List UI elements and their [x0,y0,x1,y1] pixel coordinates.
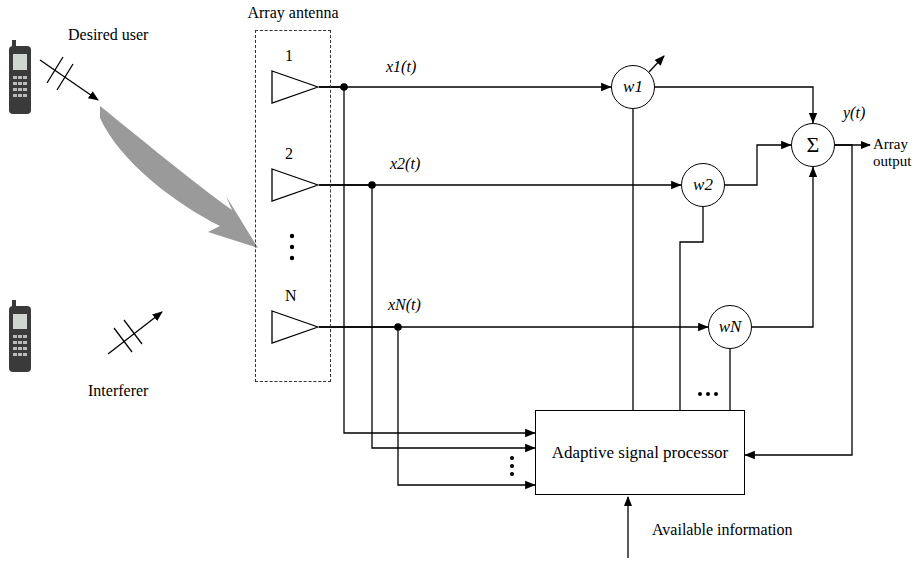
signal-label: xN(t) [386,296,423,314]
frame-heading: Array antenna [247,4,338,22]
node-text: wN [719,317,742,337]
antenna-triangle [271,70,319,104]
antenna-number: 2 [285,145,293,163]
phone-keys [13,76,27,97]
signal-wire [655,87,813,123]
ellipsis-dots [290,234,294,260]
adjust-arrow [649,56,664,72]
antenna-element: N [271,310,319,344]
ellipsis-dots [698,392,718,396]
user-label: Desired user [68,26,148,44]
weight-circle: w2 [681,163,725,207]
phone-aerial [12,300,16,308]
antenna-element: 2 [271,168,319,202]
antenna-triangle [271,168,319,202]
junction-dot [340,83,402,331]
weight-circle: w1 [611,65,655,109]
antenna-number: 1 [285,47,293,65]
signal-wire [729,349,730,410]
signal-wire [680,207,703,410]
node-text: Adaptive signal processor [552,442,729,463]
user-label: Interferer [88,382,148,400]
signal-wire [725,145,791,185]
output-label: Array output [873,136,917,171]
signal-wire [319,184,681,185]
signal-wire [632,109,633,410]
weight-circle: wN [708,305,752,349]
antenna-triangle [271,310,319,344]
phone-icon [9,40,31,114]
phone-keys [13,335,27,356]
summer-circle: Σ [791,123,835,167]
signal-label: y(t) [843,104,865,122]
phone-icon [9,300,31,372]
wave-arrow [40,57,98,100]
input-arrow [627,497,628,558]
signal-wire [745,145,852,455]
beam-pattern [100,106,258,248]
phone-body [9,46,31,114]
antenna-element: 1 [271,70,319,104]
signal-label: x1(t) [384,58,418,76]
node-text: w2 [693,175,713,195]
antenna-array-frame: Array antenna12N [255,30,331,382]
signal-label: x2(t) [388,155,422,173]
signal-wire [319,185,535,448]
phone-body [9,306,31,372]
signal-wire [752,167,813,327]
node-text: w1 [623,77,643,97]
signal-wire [319,86,611,87]
processor-box: Adaptive signal processor [535,410,745,495]
ellipsis-dots [510,456,514,476]
phone-screen [13,54,27,70]
input-label: Available information [652,521,793,539]
antenna-number: N [285,287,297,305]
signal-wire [319,327,535,485]
phone-aerial [12,40,16,48]
phone-screen [13,314,27,329]
node-text: Σ [807,132,820,158]
wave-arrow [108,312,162,354]
signal-wire [319,87,535,433]
